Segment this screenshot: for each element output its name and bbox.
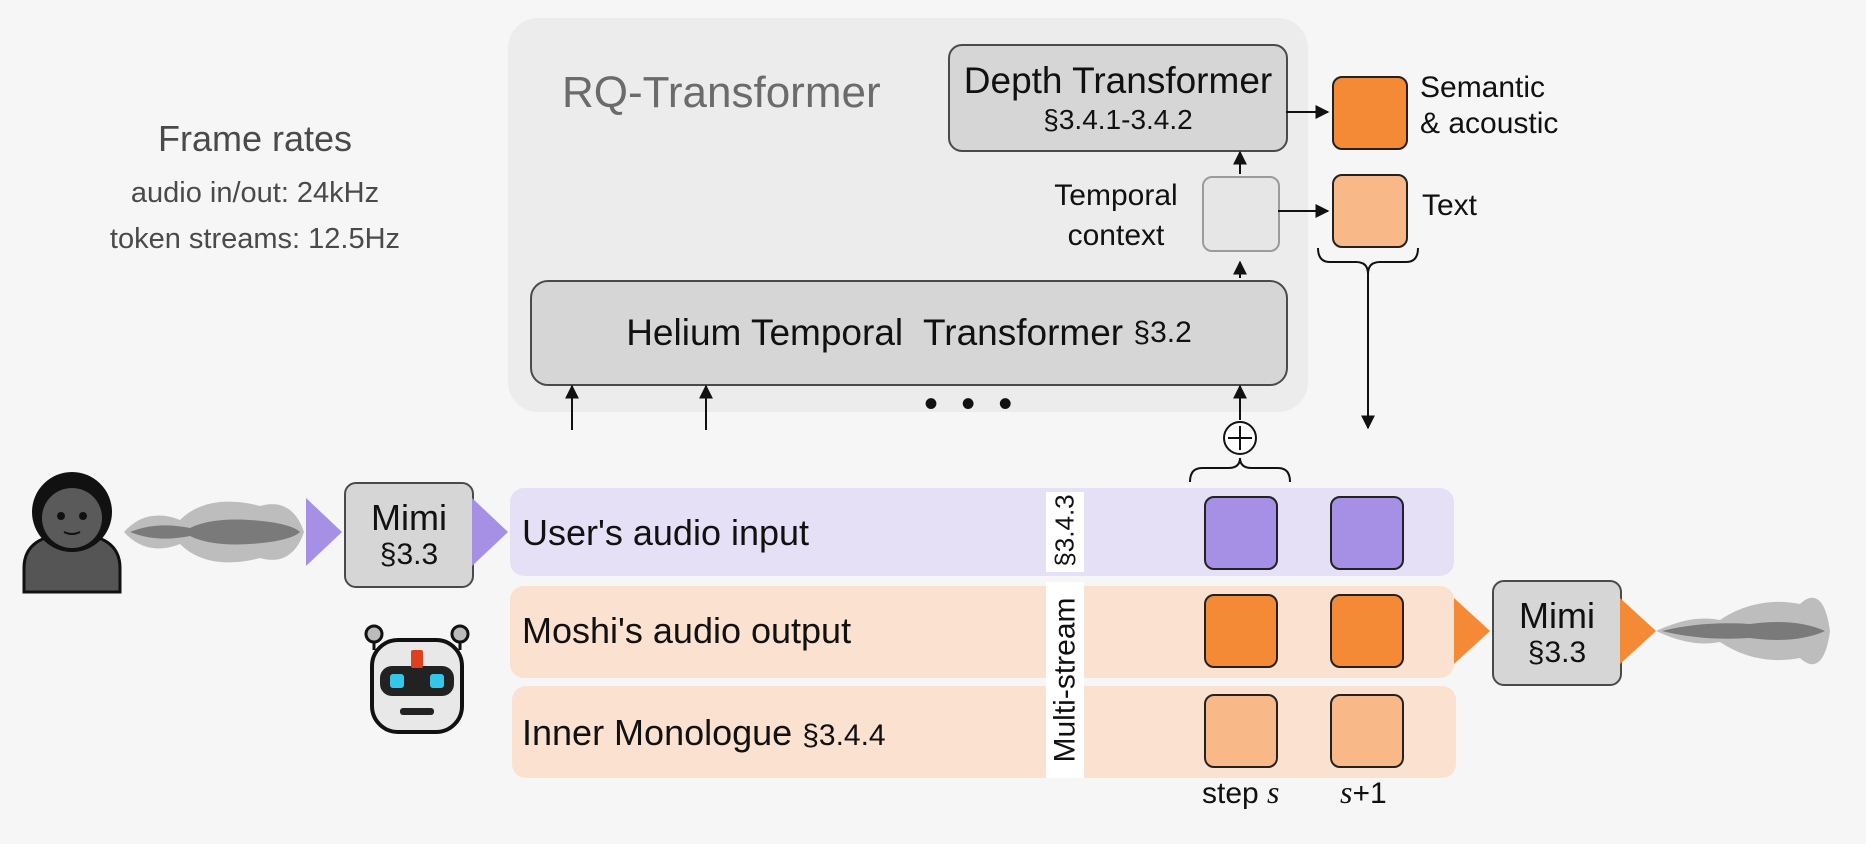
temporal-context-label: Temporal context — [1046, 176, 1186, 256]
text-token-square — [1332, 174, 1408, 248]
helium-title: Helium Temporal Transformer — [626, 312, 1134, 353]
semantic-acoustic-token-square — [1332, 76, 1408, 150]
user-audio-input-label: User's audio input — [522, 512, 810, 553]
inner-monologue-title: Inner Monologue — [522, 712, 803, 753]
text-token-step-s — [1204, 694, 1278, 768]
multistream-title-backdrop — [1046, 582, 1084, 778]
moshi-audio-output-label: Moshi's audio output — [522, 610, 852, 651]
step-s1-label: s+1 — [1340, 774, 1387, 811]
brace-text-legend — [1317, 247, 1419, 275]
waveform-icon — [124, 501, 304, 563]
helium-ref: §3.2 — [1133, 316, 1192, 349]
arrow-triangle-out-of-mimi — [472, 498, 508, 566]
step-next-suffix: +1 — [1352, 777, 1387, 810]
inner-monologue-label: Inner Monologue §3.4.4 — [522, 712, 886, 754]
text-label: Text — [1422, 189, 1478, 222]
semantic-acoustic-label: Semantic & acoustic — [1420, 70, 1558, 142]
mimi-decoder-box: Mimi §3.3 — [1492, 580, 1622, 686]
user-token-step-s1 — [1330, 496, 1404, 570]
mimi-encoder-ref: §3.3 — [379, 538, 439, 572]
arrow-triangle-into-mimi — [306, 498, 342, 566]
text-token-step-s1 — [1330, 694, 1404, 768]
mimi-encoder-name: Mimi — [371, 497, 447, 539]
moshi-token-step-s — [1204, 594, 1278, 668]
plus-circle-icon — [1223, 421, 1257, 455]
semantic-label-line1: Semantic — [1420, 71, 1546, 104]
rq-transformer-title: RQ-Transformer — [562, 68, 881, 117]
brace-step-s — [1189, 457, 1291, 483]
mimi-decoder-name: Mimi — [1519, 595, 1595, 637]
step-next-var: s — [1340, 774, 1353, 810]
temporal-context-box — [1202, 176, 1280, 252]
user-token-step-s — [1204, 496, 1278, 570]
arrow-triangle-into-mimi-decoder — [1454, 598, 1490, 664]
user-icon — [22, 472, 122, 594]
ellipsis-dots: • • • — [924, 382, 1019, 426]
step-s-label: step s — [1202, 774, 1280, 811]
frame-rates-note: Frame rates audio in/out: 24kHz token st… — [70, 118, 440, 262]
semantic-label-line2: & acoustic — [1420, 107, 1559, 140]
robot-icon — [364, 624, 470, 734]
inner-monologue-stream-band — [512, 686, 1456, 778]
moshi-audio-stream-band — [510, 586, 1454, 678]
depth-transformer-ref: §3.4.1-3.4.2 — [1043, 104, 1193, 136]
mimi-decoder-ref: §3.3 — [1527, 636, 1587, 670]
user-audio-stream-band — [510, 488, 1454, 576]
depth-transformer-box: Depth Transformer §3.4.1-3.4.2 — [948, 44, 1288, 152]
temporal-context-line1: Temporal — [1054, 179, 1178, 212]
frame-rate-tokens: token streams: 12.5Hz — [109, 223, 401, 255]
step-var: s — [1267, 774, 1280, 810]
helium-temporal-transformer-box: Helium Temporal Transformer §3.2 — [530, 280, 1288, 386]
depth-transformer-title: Depth Transformer — [963, 60, 1273, 101]
mimi-encoder-box: Mimi §3.3 — [344, 482, 474, 588]
frame-rate-audio: audio in/out: 24kHz — [130, 177, 380, 209]
frame-rates-title: Frame rates — [157, 118, 353, 159]
temporal-context-line2: context — [1067, 219, 1165, 252]
step-prefix: step — [1202, 777, 1268, 810]
arrow-triangle-out-of-mimi-decoder — [1620, 598, 1656, 664]
output-waveform-icon — [1656, 597, 1830, 665]
moshi-token-step-s1 — [1330, 594, 1404, 668]
multistream-ref-backdrop — [1046, 492, 1084, 572]
inner-monologue-ref: §3.4.4 — [802, 719, 886, 752]
